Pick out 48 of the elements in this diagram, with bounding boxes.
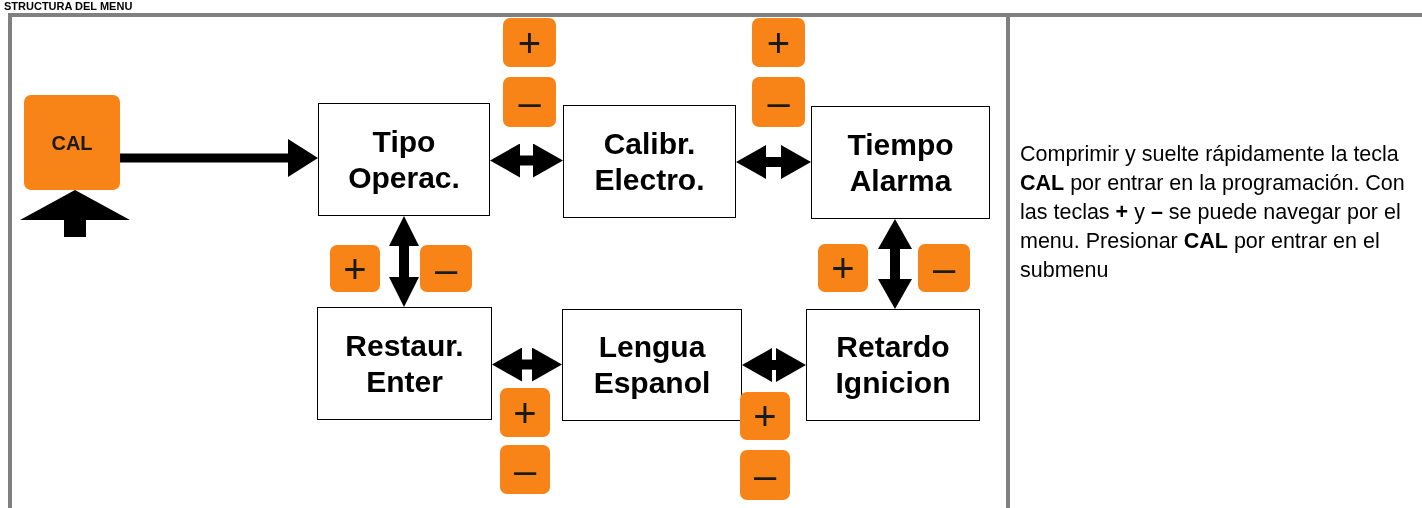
menu-box bbox=[806, 309, 980, 421]
arrow bbox=[20, 190, 130, 237]
key-label: + bbox=[753, 396, 777, 436]
double-arrow bbox=[490, 143, 563, 178]
key-label: – bbox=[753, 455, 777, 495]
keypad-key bbox=[24, 95, 120, 190]
keypad-key bbox=[918, 244, 970, 292]
menu-label: Tiempo Alarma bbox=[846, 126, 955, 199]
keypad-key bbox=[500, 445, 550, 494]
key-label: – bbox=[518, 82, 541, 122]
double-arrow bbox=[742, 348, 806, 382]
menu-box bbox=[563, 105, 736, 218]
key-label: + bbox=[517, 22, 542, 63]
key-label: CAL bbox=[51, 132, 93, 153]
instruction-text: Comprimir y suelte rápidamente la tecla CAL por entrar en la programación. Con las teclas + y – se puede navegar por el menu. Presionar CAL por entrar en el submenu bbox=[1020, 141, 1406, 284]
key-label: + bbox=[831, 248, 855, 288]
double-arrow bbox=[492, 347, 562, 382]
double-arrow bbox=[389, 216, 419, 307]
key-label: – bbox=[767, 82, 790, 122]
arrow bbox=[120, 139, 318, 177]
double-arrow bbox=[736, 145, 811, 179]
menu-label: Restaur. Enter bbox=[344, 327, 465, 400]
keypad-key bbox=[330, 245, 380, 292]
key-label: – bbox=[434, 248, 458, 289]
key-label: – bbox=[932, 248, 956, 288]
keypad-key bbox=[503, 77, 556, 127]
key-label: – bbox=[513, 449, 537, 490]
key-label: + bbox=[766, 22, 791, 63]
menu-box bbox=[317, 307, 492, 420]
key-label: + bbox=[343, 248, 367, 289]
double-arrow bbox=[878, 219, 912, 309]
keypad-key bbox=[752, 18, 805, 67]
diagram-title: STRUCTURA DEL MENU bbox=[4, 0, 133, 12]
menu-box bbox=[811, 106, 990, 219]
key-label: + bbox=[513, 392, 537, 433]
menu-box bbox=[562, 309, 742, 421]
menu-box bbox=[318, 103, 490, 216]
keypad-key bbox=[503, 18, 556, 67]
keypad-key bbox=[740, 450, 790, 500]
menu-label: Calibr. Electro. bbox=[593, 125, 706, 198]
keypad-key bbox=[740, 392, 790, 440]
keypad-key bbox=[752, 77, 805, 127]
keypad-key bbox=[500, 388, 550, 437]
keypad-key bbox=[420, 245, 472, 292]
menu-label: Lengua Espanol bbox=[592, 329, 712, 401]
keypad-key bbox=[818, 244, 868, 292]
menu-label: Tipo Operac. bbox=[347, 123, 461, 196]
menu-label: Retardo Ignicion bbox=[834, 329, 952, 401]
